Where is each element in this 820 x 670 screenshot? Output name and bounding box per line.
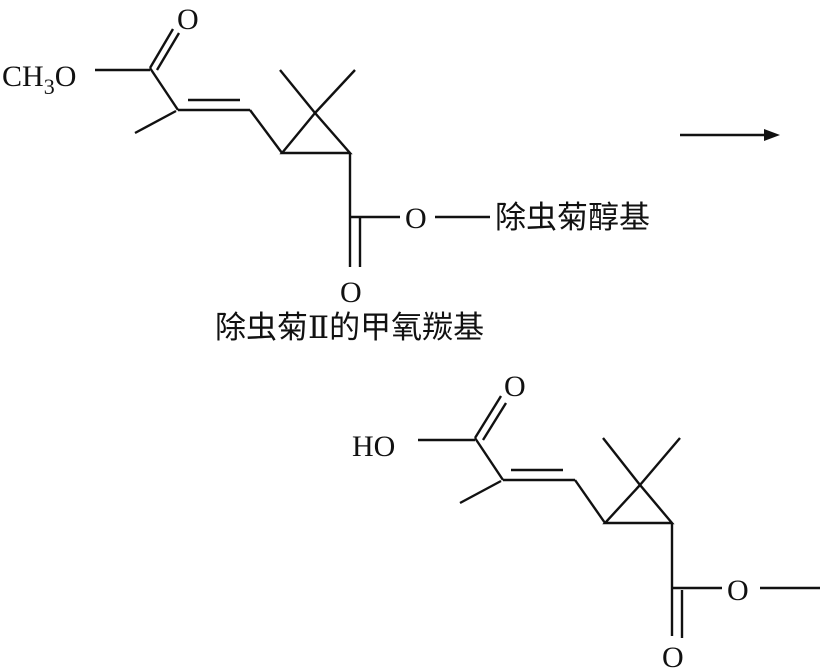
carbonyl-oxygen-top: O [177, 3, 199, 36]
cyclopropane-ring [279, 111, 353, 155]
bond [279, 69, 316, 114]
bond [459, 479, 502, 505]
bond [149, 67, 179, 111]
bond [639, 437, 681, 486]
bond [473, 395, 503, 439]
carbonyl-oxygen-top: O [504, 370, 526, 403]
carbonyl-oxygen-bottom: O [340, 276, 362, 309]
reaction-arrow [680, 129, 780, 141]
bond [249, 109, 283, 154]
ester-oxygen: O [727, 574, 749, 607]
bond [314, 69, 356, 114]
pyrethrolone-label: 除虫菊醇基 [495, 200, 650, 236]
bond [148, 28, 175, 69]
bond [481, 402, 508, 441]
bond [155, 32, 181, 71]
caption: 除虫菊Ⅱ的甲氧羰基 [215, 310, 484, 346]
reactant-structure: CH3O O O 除虫菊醇基 O 除虫菊Ⅱ的甲氧羰基 [2, 3, 650, 346]
cyclopropane-ring [602, 483, 675, 525]
methoxy-label: CH3O [2, 60, 76, 99]
hydroxyl-label: HO [352, 430, 395, 463]
bond [602, 437, 641, 486]
bond [134, 109, 177, 135]
product-structure: HO O O O [352, 370, 820, 670]
ester-oxygen: O [405, 202, 427, 235]
carbonyl-oxygen-bottom: O [662, 641, 684, 670]
bond [474, 437, 504, 481]
bond [574, 479, 606, 524]
